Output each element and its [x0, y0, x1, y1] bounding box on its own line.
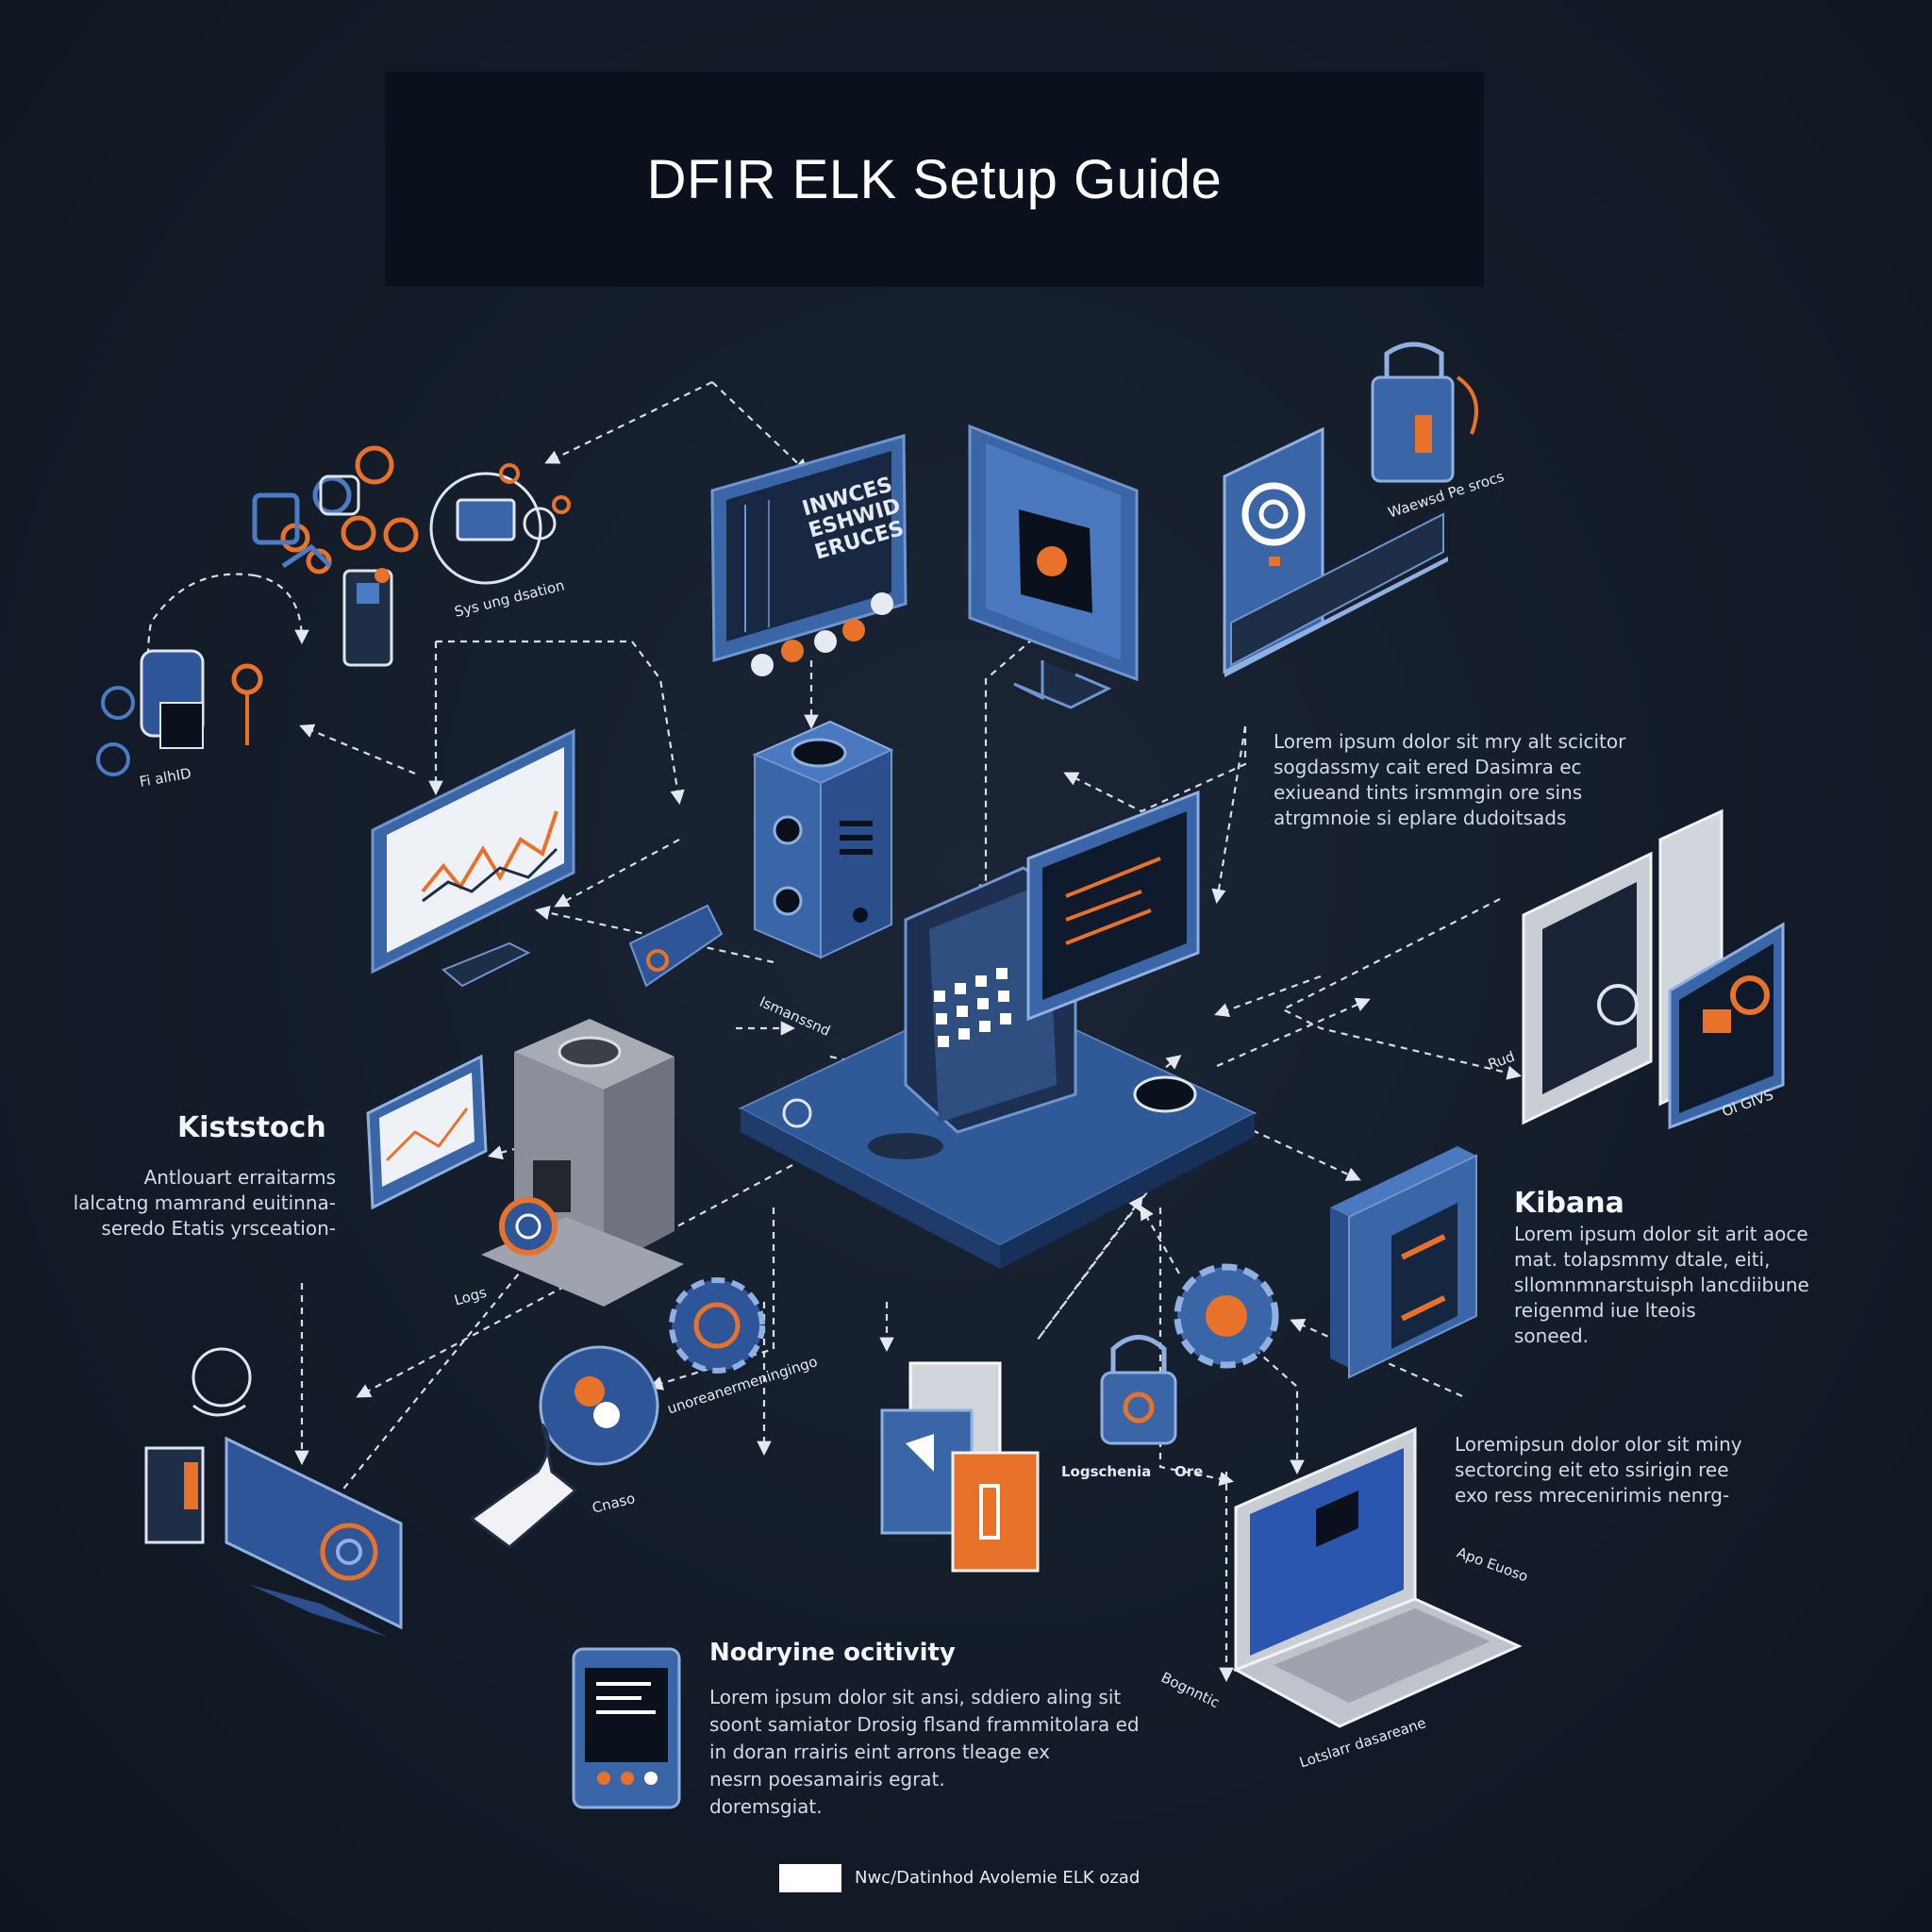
threat-monitor-icon — [968, 424, 1139, 709]
analyst-workstation-icon — [144, 1347, 403, 1637]
kibana-heading: Kibana — [1514, 1187, 1624, 1220]
fingerprint-scanner-icon — [96, 568, 393, 776]
router-device-icon — [628, 904, 724, 988]
code-monitor-icon — [1026, 790, 1200, 1022]
kibana-description: Lorem ipsum dolor sit arit aoce mat. tol… — [1514, 1223, 1809, 1347]
hand-badge-icon — [469, 1345, 659, 1549]
fingerprint-panel-icon — [1223, 426, 1448, 677]
mobile-device-icon — [572, 1647, 681, 1809]
server-tower-icon — [752, 720, 894, 959]
analytics-monitor-icon — [371, 728, 575, 988]
logschenia-label: Logschenia — [1061, 1463, 1152, 1480]
kiststoch-description: Antlouart erraitarms lalcatng mamrand eu… — [73, 1166, 336, 1240]
padlock-briefcase-icon — [1371, 341, 1478, 483]
kiststoch-heading: Kiststoch — [177, 1111, 326, 1144]
title-banner — [385, 72, 1484, 287]
laptop-icon — [1232, 1426, 1523, 1728]
dashboard-monitor-icon — [710, 434, 908, 676]
kibana-server-icon — [1330, 1146, 1477, 1379]
document-folders-icon — [880, 1361, 1040, 1573]
document-cabinet-icon — [1522, 808, 1785, 1130]
graph-tablet-icon — [366, 1054, 488, 1210]
top-right-description: Lorem ipsum dolor sit mry alt scicitor s… — [1274, 730, 1626, 829]
gear-icon — [669, 1263, 1279, 1374]
storage-server-icon — [481, 1019, 684, 1307]
activity-description: Lorem ipsum dolor sit ansi, sddiero alin… — [709, 1686, 1140, 1818]
bottom-right-description: Loremipsun dolor olor sit miny sectorcin… — [1455, 1433, 1742, 1507]
footer-swatch — [779, 1864, 841, 1892]
padlock-icon — [1100, 1335, 1177, 1445]
footer-caption: Nwc/Datinhod Avolemie ELK ozad — [855, 1868, 1141, 1888]
user-profile-icon — [429, 463, 571, 585]
users-network-icon — [252, 445, 419, 575]
activity-heading: Nodryine ocitivity — [709, 1639, 956, 1667]
page-title: DFIR ELK Setup Guide — [646, 148, 1223, 210]
ore-label: Ore — [1174, 1463, 1204, 1480]
central-forensics-platform — [738, 866, 1257, 1269]
